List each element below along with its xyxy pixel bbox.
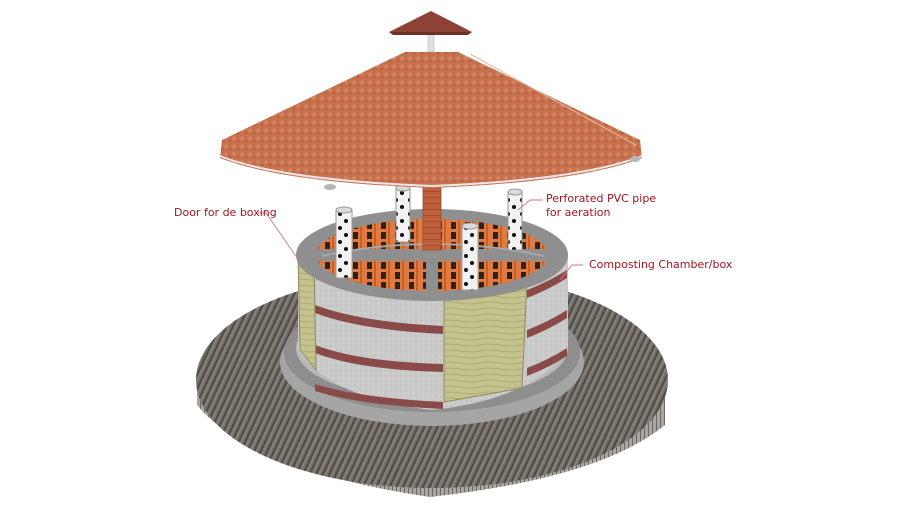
conical-roof bbox=[219, 52, 643, 190]
composting-chamber bbox=[296, 209, 568, 410]
brick-bands bbox=[315, 270, 567, 409]
leader-line-pipe bbox=[517, 199, 543, 211]
label-composting-chamber: Composting Chamber/box bbox=[589, 258, 733, 271]
pvc-pipe bbox=[335, 206, 353, 279]
perforated-pvc-pipes bbox=[335, 184, 523, 291]
label-pvc-pipe-line1: Perforated PVC pipe bbox=[546, 192, 657, 205]
leader-lines bbox=[258, 199, 583, 281]
leader-line-door bbox=[258, 212, 301, 263]
pvc-pipe bbox=[395, 184, 411, 243]
pvc-pipe bbox=[507, 188, 523, 251]
central-chimney bbox=[422, 179, 442, 251]
pvc-pipe bbox=[461, 222, 479, 291]
vent-cap bbox=[389, 11, 472, 53]
leader-line-chamber bbox=[559, 264, 583, 281]
label-pvc-pipe-line2: for aeration bbox=[546, 206, 611, 219]
label-pvc-pipe: Perforated PVC pipe for aeration bbox=[546, 192, 656, 220]
label-door: Door for de boxing bbox=[174, 206, 277, 219]
